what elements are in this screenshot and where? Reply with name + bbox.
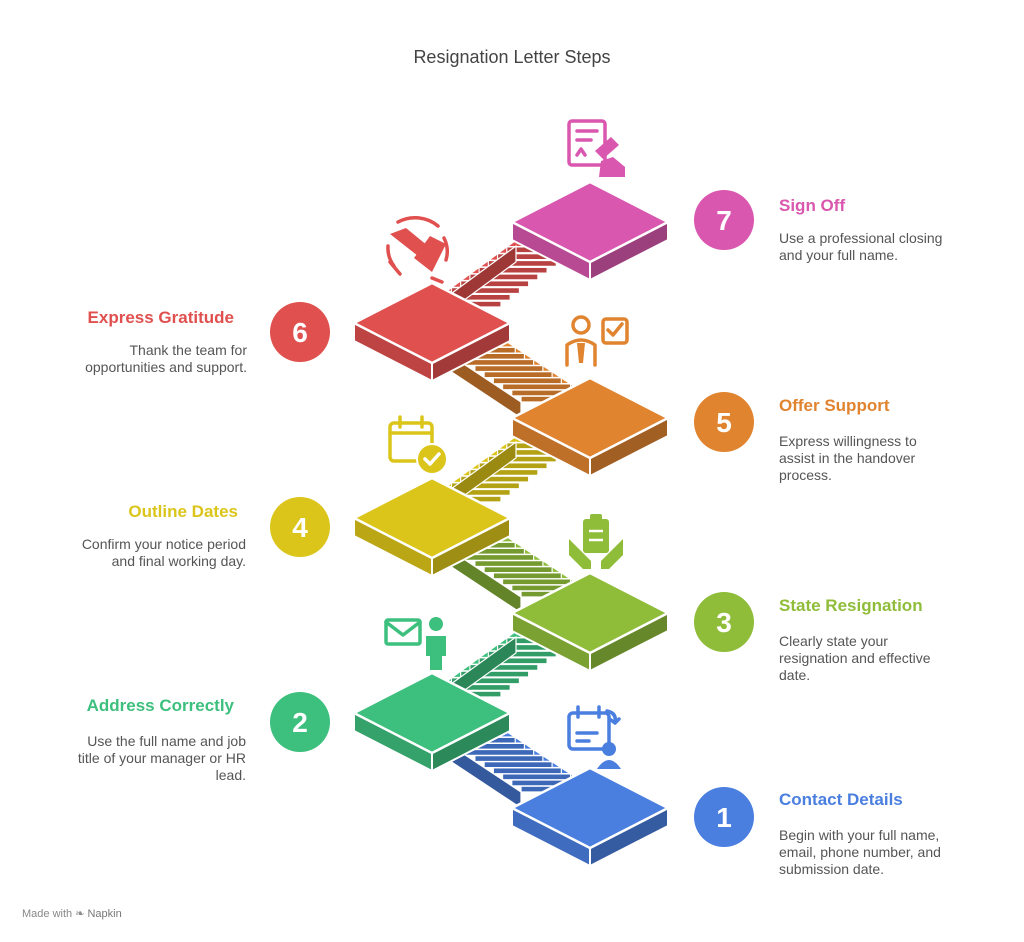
platform-1 <box>510 766 670 867</box>
footer-made-with: Made with <box>22 908 73 920</box>
step-3-description: Clearly state your resignation and effec… <box>779 633 931 683</box>
step-number-circle <box>270 302 330 362</box>
step-4-badge: 4 <box>270 497 330 557</box>
calendar-user-icon <box>567 705 621 769</box>
step-2-title: Address Correctly <box>86 696 234 715</box>
step-4-description: Confirm your notice period and final wor… <box>81 536 246 569</box>
step-5-title: Offer Support <box>779 396 890 415</box>
step-number-label: 3 <box>716 607 732 638</box>
step-6-title: Express Gratitude <box>87 308 234 327</box>
footer: Made with ❧ Napkin <box>22 907 122 920</box>
step-6-description: Thank the team for opportunities and sup… <box>85 342 247 375</box>
page-title: Resignation Letter Steps <box>413 47 611 67</box>
step-5-description: Express willingness to assist in the han… <box>779 433 917 483</box>
step-3-title: State Resignation <box>779 596 923 615</box>
step-number-label: 1 <box>716 802 732 833</box>
step-3-badge: 3 <box>694 592 754 652</box>
platform-3 <box>510 571 670 672</box>
platform-top <box>352 476 512 560</box>
platform-top <box>510 766 670 850</box>
step-number-label: 6 <box>292 317 308 348</box>
step-1-description: Begin with your full name, email, phone … <box>779 827 941 877</box>
platform-5 <box>510 376 670 477</box>
stair-riser <box>492 377 562 385</box>
calendar-check-icon <box>388 415 448 475</box>
stair-riser <box>501 578 572 586</box>
step-number-circle <box>694 190 754 250</box>
step-1-title: Contact Details <box>779 790 903 809</box>
footer-brand: Napkin <box>87 908 122 920</box>
stair-riser <box>483 760 553 769</box>
step-6-badge: 6 <box>270 302 330 362</box>
stair-riser <box>501 383 572 391</box>
clipboard-hands-icon <box>569 514 623 569</box>
stair-riser <box>483 565 553 574</box>
step-number-label: 2 <box>292 707 308 738</box>
handshake-icon <box>386 215 449 284</box>
platform-6 <box>352 281 512 382</box>
platform-top <box>352 281 512 365</box>
stair-riser <box>465 553 535 561</box>
stair-riser <box>465 358 535 366</box>
platform-7 <box>510 180 670 281</box>
step-number-label: 4 <box>292 512 308 543</box>
platform-top <box>510 180 670 264</box>
step-7-title: Sign Off <box>779 196 846 215</box>
stair-riser <box>465 748 535 756</box>
step-4-title: Outline Dates <box>128 502 238 521</box>
step-number-circle <box>694 592 754 652</box>
step-number-circle <box>270 692 330 752</box>
stair-riser <box>501 773 572 781</box>
stair-riser <box>492 572 562 580</box>
icons-layer <box>384 119 629 769</box>
step-1-badge: 1 <box>694 787 754 847</box>
step-2-description: Use the full name and job title of your … <box>77 733 246 783</box>
step-7-description: Use a professional closing and your full… <box>779 230 943 263</box>
step-number-label: 7 <box>716 205 732 236</box>
platform-top <box>510 376 670 460</box>
stair-riser <box>474 754 544 763</box>
platforms-layer <box>352 180 670 867</box>
signing-document-icon <box>567 119 625 177</box>
platform-top <box>352 671 512 755</box>
platform-2 <box>352 671 512 772</box>
step-number-circle <box>694 787 754 847</box>
napkin-logo-icon: ❧ <box>75 908 85 920</box>
step-7-badge: 7 <box>694 190 754 250</box>
stair-riser <box>474 364 544 373</box>
platform-top <box>510 571 670 655</box>
stair-riser <box>474 559 544 568</box>
circles-layer: 1 2 3 4 5 6 7 <box>270 190 754 847</box>
step-5-badge: 5 <box>694 392 754 452</box>
step-2-badge: 2 <box>270 692 330 752</box>
step-number-label: 5 <box>716 407 732 438</box>
step-number-circle <box>270 497 330 557</box>
stair-riser <box>483 370 553 379</box>
mail-person-icon <box>384 617 446 670</box>
step-number-circle <box>694 392 754 452</box>
stair-riser <box>492 767 562 775</box>
person-checkbox-icon <box>565 315 629 367</box>
platform-4 <box>352 476 512 577</box>
